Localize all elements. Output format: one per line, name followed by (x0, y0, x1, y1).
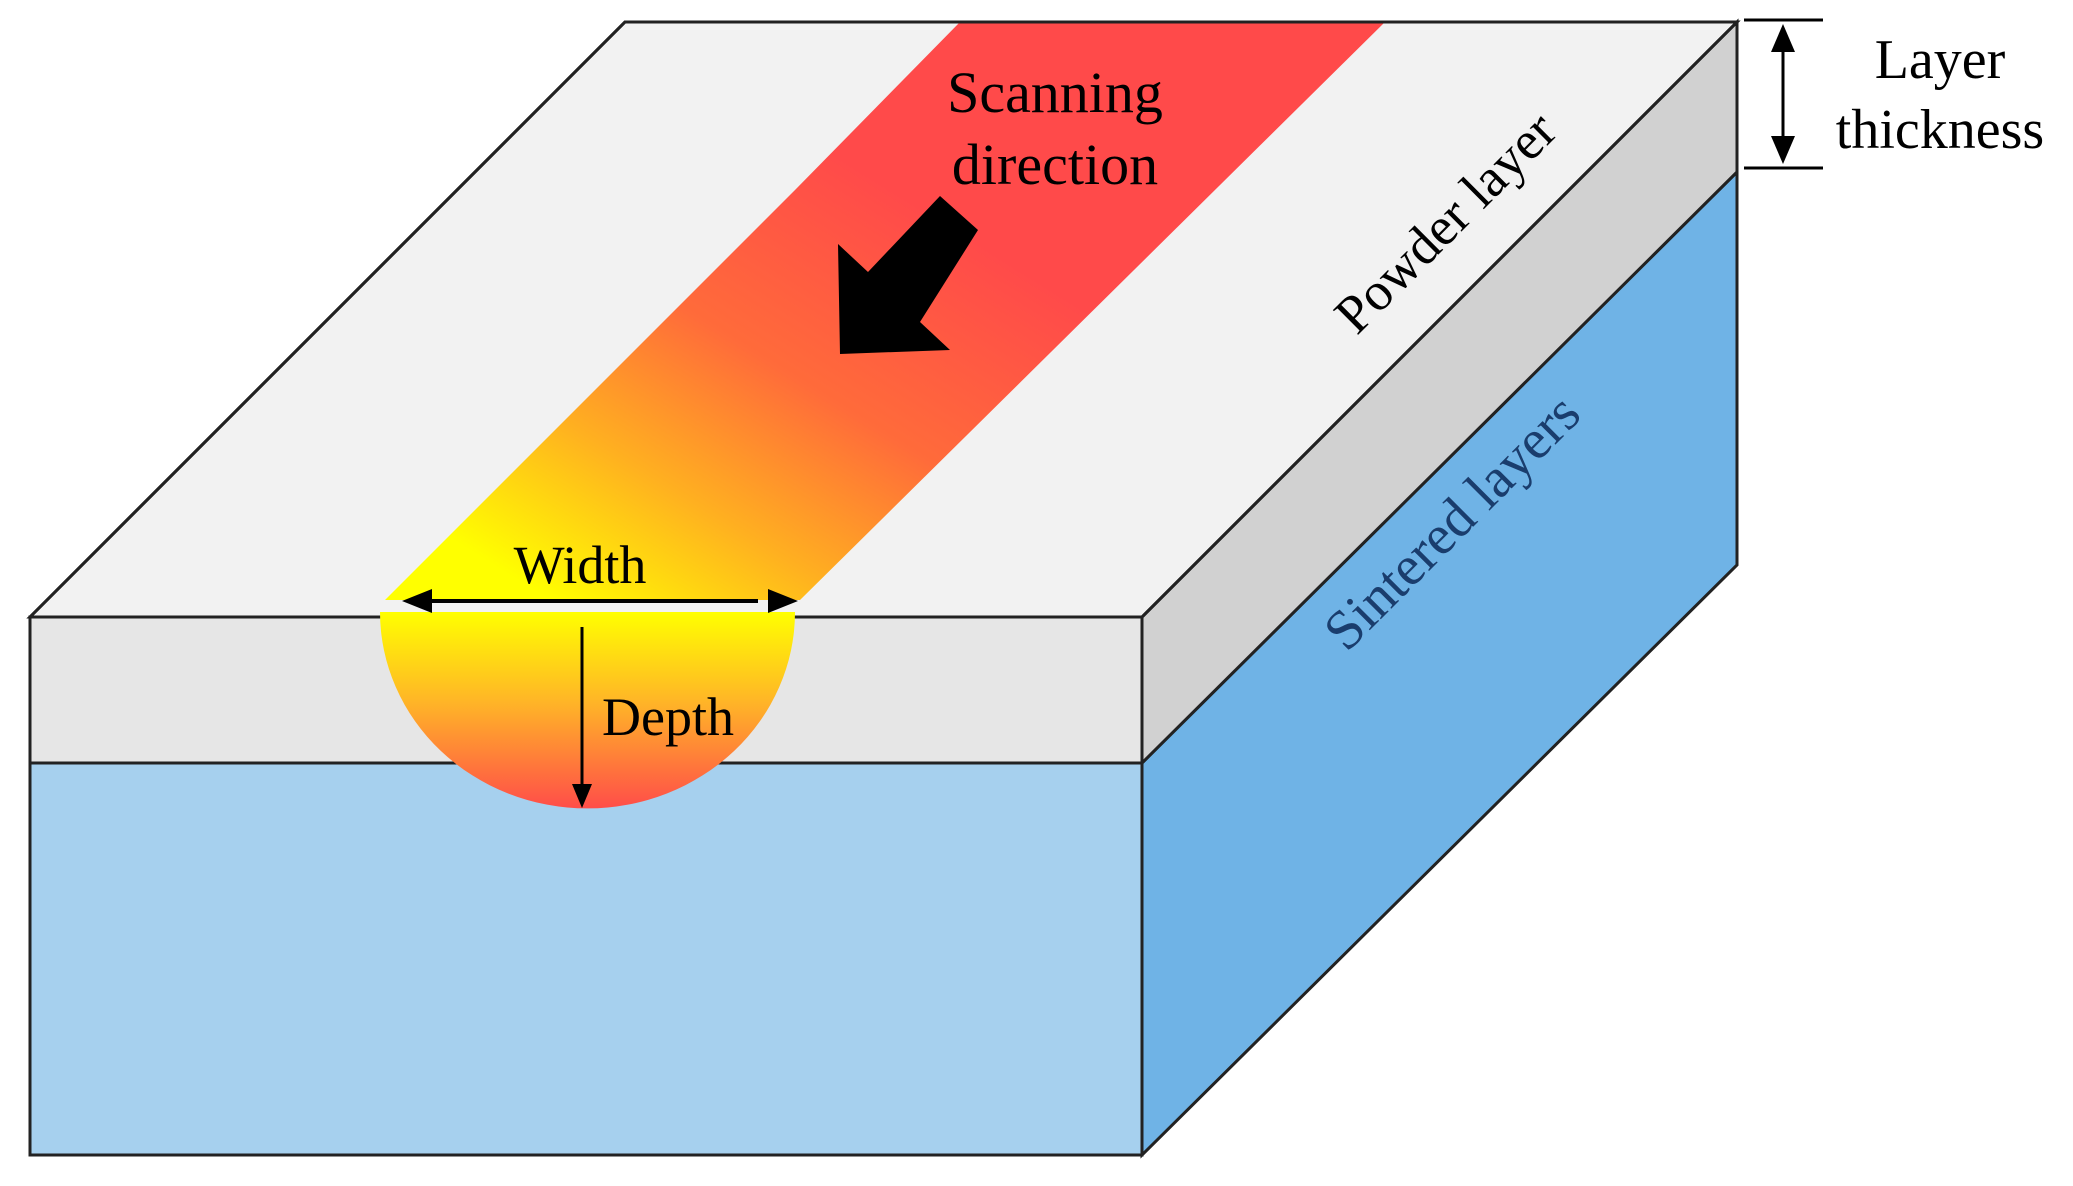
layer-thickness-label-line1: Layer (1875, 29, 2006, 91)
scanning-direction-label-line1: Scanning (947, 60, 1163, 125)
width-arrow (402, 589, 798, 613)
depth-label: Depth (602, 687, 734, 747)
scanning-direction-label-line2: direction (952, 132, 1158, 197)
depth-arrow (572, 627, 592, 808)
sintered-front-face (28, 761, 1144, 1157)
scanning-direction-arrow (838, 196, 978, 354)
width-label: Width (514, 535, 647, 595)
melt-pool (380, 612, 795, 809)
layer-thickness-arrow (1744, 18, 1823, 170)
layer-thickness-label-line2: thickness (1836, 99, 2044, 161)
